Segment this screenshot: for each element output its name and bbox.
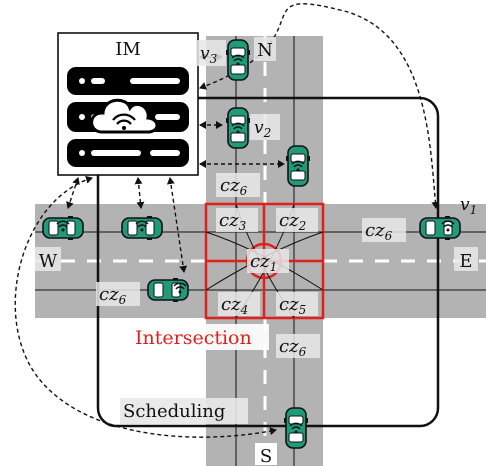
- label-v2: v2: [254, 118, 271, 140]
- vehicle-west-2: [121, 215, 163, 241]
- scheduling-label: Scheduling: [123, 401, 225, 422]
- label-cz3: cz3: [219, 210, 247, 233]
- intersection-label: Intersection: [135, 327, 252, 349]
- label-cz5: cz5: [279, 294, 306, 317]
- label-cz4: cz4: [221, 294, 248, 317]
- vehicle-north-lane: [285, 145, 311, 187]
- vehicle-labels: v3 v2 v1: [196, 40, 477, 217]
- label-cz2: cz2: [279, 210, 306, 233]
- vehicle-west-1: [42, 215, 84, 241]
- label-v3: v3: [200, 44, 218, 66]
- intersection-manager: IM: [57, 32, 199, 176]
- server-icon: [67, 67, 189, 167]
- label-south: S: [260, 446, 272, 466]
- direction-labels: N S E W: [35, 37, 478, 466]
- conflict-zone-labels: cz6 cz3 cz2 cz1 cz4 cz5 cz6 cz6 cz6: [96, 173, 406, 359]
- im-label: IM: [115, 39, 141, 60]
- vehicle-south: [283, 407, 309, 449]
- vehicle-v2: [225, 107, 251, 149]
- label-cz6-west: cz6: [99, 284, 127, 307]
- vehicle-west-3: [147, 277, 189, 303]
- label-cz6-south: cz6: [279, 336, 307, 359]
- label-cz1: cz1: [250, 251, 277, 274]
- label-v1: v1: [460, 195, 477, 217]
- label-west: W: [39, 251, 58, 272]
- label-east: E: [459, 251, 472, 272]
- vehicle-v3: [225, 39, 251, 81]
- label-cz6-north: cz6: [220, 175, 248, 198]
- communication-links: [14, 3, 440, 438]
- label-cz6-east: cz6: [365, 220, 393, 243]
- label-north: N: [257, 40, 273, 61]
- vehicle-v1: [419, 215, 461, 241]
